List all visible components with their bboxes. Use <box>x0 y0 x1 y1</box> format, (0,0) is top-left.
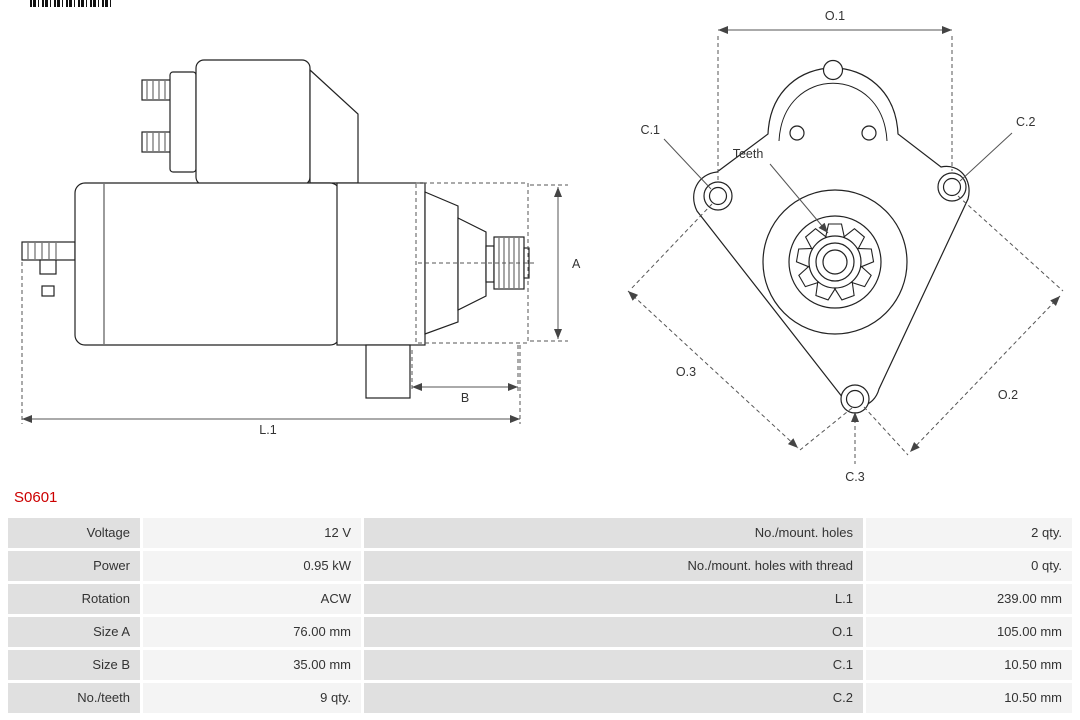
spec-value: 0.95 kW <box>143 551 361 581</box>
side-view-drawing <box>21 59 530 399</box>
spec-label: No./mount. holes <box>364 518 863 548</box>
spec-label: C.1 <box>364 650 863 680</box>
dim-label-a: A <box>572 257 581 271</box>
dim-label-o3: O.3 <box>676 365 696 379</box>
dim-label-b: B <box>461 391 469 405</box>
spec-label: Size B <box>8 650 140 680</box>
spec-label: L.1 <box>364 584 863 614</box>
front-view-drawing <box>693 59 970 414</box>
technical-drawing: A B L.1 <box>21 9 1064 484</box>
teeth-label: Teeth <box>733 147 764 161</box>
barcode <box>30 0 114 7</box>
part-number: S0601 <box>14 489 58 506</box>
dim-label-o1: O.1 <box>825 9 845 23</box>
spec-label: Size A <box>8 617 140 647</box>
spec-label: C.2 <box>364 683 863 713</box>
spec-value: 35.00 mm <box>143 650 361 680</box>
dim-label-c2: C.2 <box>1016 115 1036 129</box>
spec-value: 9 qty. <box>143 683 361 713</box>
spec-value: 12 V <box>143 518 361 548</box>
spec-label: O.1 <box>364 617 863 647</box>
specs-table: Voltage 12 V No./mount. holes 2 qty. Pow… <box>8 518 1072 713</box>
spec-value: 10.50 mm <box>866 650 1072 680</box>
dim-label-l1: L.1 <box>259 423 276 437</box>
spec-value: ACW <box>143 584 361 614</box>
front-view-dimensions: O.1 C.1 C.2 Teeth O.3 O.2 C.3 <box>627 9 1064 484</box>
dim-label-o2: O.2 <box>998 388 1018 402</box>
dim-label-c1: C.1 <box>641 123 661 137</box>
spec-label: Rotation <box>8 584 140 614</box>
spec-label: No./teeth <box>8 683 140 713</box>
spec-value: 2 qty. <box>866 518 1072 548</box>
dim-label-c3: C.3 <box>845 470 865 484</box>
spec-label: No./mount. holes with thread <box>364 551 863 581</box>
side-view-dimensions: A B L.1 <box>21 182 581 437</box>
spec-value: 76.00 mm <box>143 617 361 647</box>
spec-label: Voltage <box>8 518 140 548</box>
spec-value: 105.00 mm <box>866 617 1072 647</box>
spec-label: Power <box>8 551 140 581</box>
spec-value: 239.00 mm <box>866 584 1072 614</box>
spec-value: 10.50 mm <box>866 683 1072 713</box>
spec-value: 0 qty. <box>866 551 1072 581</box>
